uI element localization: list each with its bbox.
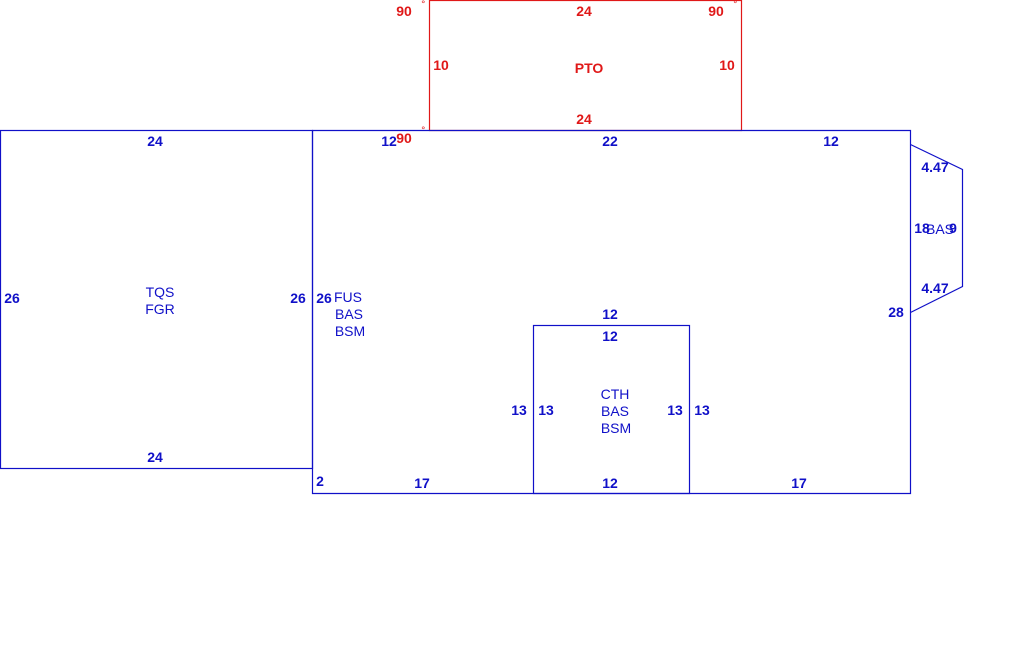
main-house-offset-dimension: 2 (316, 473, 324, 489)
garage-bottom-dimension: 24 (147, 449, 163, 465)
inset-top-outer-dimension: 12 (602, 306, 618, 322)
main-house-code-1: FUS (334, 289, 362, 305)
main-house-bottom-left-dimension: 17 (414, 475, 430, 491)
porch-area: PTO 24 24 10 10 90 ° 90 ° 90 ° (396, 0, 743, 146)
inset-top-inner-dimension: 12 (602, 328, 618, 344)
porch-label: PTO (575, 60, 604, 76)
main-house-top-middle-dimension: 22 (602, 133, 618, 149)
porch-angle-bottom-left: 90 (396, 130, 412, 146)
bay-upper-dimension: 4.47 (921, 159, 948, 175)
main-house-area: FUS BAS BSM 26 12 22 12 28 17 17 2 (311, 129, 912, 495)
main-house-right-dimension: 28 (888, 304, 904, 320)
bay-label: BAS (926, 221, 954, 237)
inset-bottom-dimension: 12 (602, 475, 618, 491)
inset-right-outer-dimension: 13 (694, 402, 710, 418)
main-house-bottom-right-dimension: 17 (791, 475, 807, 491)
inset-code-2: BAS (601, 403, 629, 419)
bay-area: BAS 4.47 4.47 18 9 (910, 143, 964, 314)
garage-area: TQS FGR 24 24 26 26 (0, 129, 314, 470)
main-house-outline (311, 129, 912, 495)
main-house-top-left-dimension: 12 (381, 133, 397, 149)
bay-inner-dimension: 18 (914, 220, 930, 236)
main-house-left-dimension: 26 (316, 290, 332, 306)
degree-icon: ° (421, 0, 426, 10)
bay-outer-dimension: 9 (949, 220, 957, 236)
inset-outline (532, 324, 691, 495)
inset-left-outer-dimension: 13 (511, 402, 527, 418)
main-house-top-right-dimension: 12 (823, 133, 839, 149)
bay-outline (910, 143, 964, 314)
main-house-code-2: BAS (335, 306, 363, 322)
inset-code-3: BSM (601, 420, 631, 436)
bay-lower-dimension: 4.47 (921, 280, 948, 296)
inset-left-inner-dimension: 13 (538, 402, 554, 418)
garage-top-dimension: 24 (147, 133, 163, 149)
main-house-code-3: BSM (335, 323, 365, 339)
inset-right-inner-dimension: 13 (667, 402, 683, 418)
porch-angle-top-right: 90 (708, 3, 724, 19)
porch-right-dimension: 10 (719, 57, 735, 73)
inset-code-1: CTH (601, 386, 630, 402)
garage-left-dimension: 26 (4, 290, 20, 306)
porch-top-dimension: 24 (576, 3, 592, 19)
inset-area: CTH BAS BSM 12 12 12 13 13 13 13 (511, 306, 710, 495)
degree-icon: ° (733, 0, 738, 10)
garage-code-2: FGR (145, 301, 175, 317)
garage-code-1: TQS (146, 284, 175, 300)
porch-bottom-dimension: 24 (576, 111, 592, 127)
garage-right-dimension: 26 (290, 290, 306, 306)
porch-angle-top-left: 90 (396, 3, 412, 19)
porch-left-dimension: 10 (433, 57, 449, 73)
